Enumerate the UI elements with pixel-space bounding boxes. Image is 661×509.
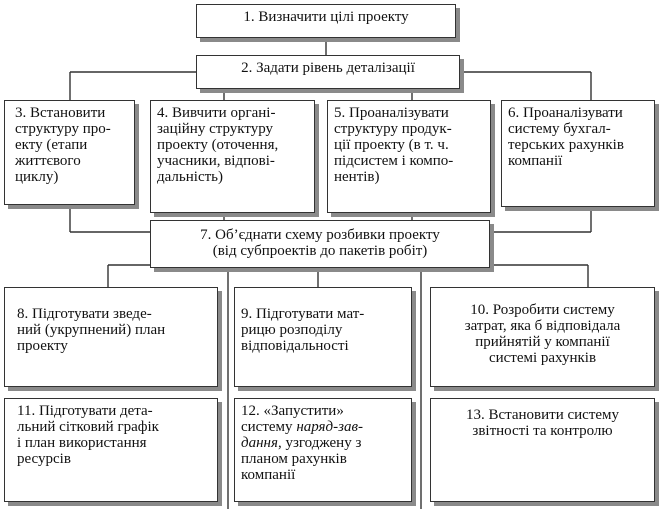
step-2-box: 2. Задати рівень деталізації xyxy=(196,55,460,89)
step-3-box: 3. Встановити структуру про- екту (етапи… xyxy=(4,100,135,205)
step-9-text: 9. Підготувати мат- рицю розподілу відпо… xyxy=(241,306,365,354)
step-11-text: 11. Підготувати дета- льний сітковий гра… xyxy=(17,403,159,467)
step-10-box: 10. Розробити систему затрат, яка б відп… xyxy=(430,287,655,387)
step-12-text: 12. «Запустити» систему наряд-зав- дання… xyxy=(241,403,405,483)
step-6-box: 6. Проаналізувати систему бухгал- терськ… xyxy=(501,100,655,207)
step-12-text-part-3: , узгоджену з планом рахунків компанії xyxy=(241,435,362,483)
step-9-box: 9. Підготувати мат- рицю розподілу відпо… xyxy=(234,287,412,387)
step-5-text: 5. Проаналізувати структуру продук- ції … xyxy=(334,105,454,185)
step-7-text: 7. Об’єднати схему розбивки проекту (від… xyxy=(200,227,440,259)
step-4-box: 4. Вивчити органі- заційну структуру про… xyxy=(150,100,315,213)
step-10-text: 10. Розробити систему затрат, яка б відп… xyxy=(464,302,621,366)
step-12-text-italic: наряд-зав- дання xyxy=(241,419,363,451)
step-7-box: 7. Об’єднати схему розбивки проекту (від… xyxy=(150,220,490,268)
step-1-text: 1. Визначити цілі проекту xyxy=(243,9,409,25)
step-5-box: 5. Проаналізувати структуру продук- ції … xyxy=(327,100,491,213)
step-8-box: 8. Підготувати зведе- ний (укрупнений) п… xyxy=(4,287,218,387)
step-12-text-part-1: 12. «Запустити» систему xyxy=(241,403,344,435)
step-11-box: 11. Підготувати дета- льний сітковий гра… xyxy=(4,398,218,502)
step-13-text: 13. Встановити систему звітності та конт… xyxy=(465,407,620,439)
step-13-box: 13. Встановити систему звітності та конт… xyxy=(430,398,655,502)
step-2-text: 2. Задати рівень деталізації xyxy=(241,60,415,76)
step-1-box: 1. Визначити цілі проекту xyxy=(196,4,456,38)
step-3-text: 3. Встановити структуру про- екту (етапи… xyxy=(15,105,111,185)
step-8-text: 8. Підготувати зведе- ний (укрупнений) п… xyxy=(17,306,166,354)
step-6-text: 6. Проаналізувати систему бухгал- терськ… xyxy=(508,105,624,169)
step-4-text: 4. Вивчити органі- заційну структуру про… xyxy=(157,105,279,185)
step-12-box: 12. «Запустити» систему наряд-зав- дання… xyxy=(234,398,412,502)
